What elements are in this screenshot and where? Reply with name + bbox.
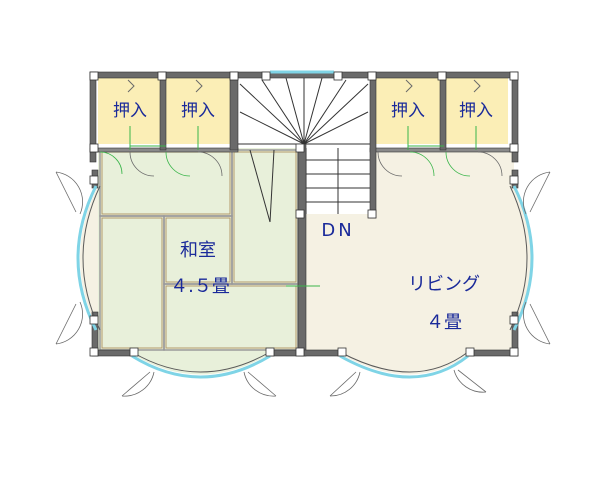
washitsu-floor bbox=[98, 148, 304, 354]
washitsu-left-bay-floor bbox=[80, 186, 98, 330]
closet-markers bbox=[127, 79, 481, 93]
living-size-label: ４畳 bbox=[426, 312, 462, 333]
stairs-direction-label: DN bbox=[321, 220, 354, 241]
washitsu-name-label: 和室 bbox=[180, 240, 216, 261]
living-bay-floor bbox=[340, 354, 468, 375]
washitsu-size-label: ４.５畳 bbox=[170, 276, 230, 297]
closet-3-label: 押入 bbox=[391, 101, 425, 121]
column-markers bbox=[89, 71, 519, 357]
living-name-label: リビング bbox=[408, 274, 480, 295]
door-swings bbox=[55, 151, 551, 397]
closet-4-label: 押入 bbox=[459, 101, 493, 121]
accent-lines bbox=[129, 126, 477, 287]
washitsu-bay-floor bbox=[132, 354, 270, 375]
bay-windows bbox=[76, 70, 534, 379]
closet-2-label: 押入 bbox=[181, 101, 215, 121]
closet-1-label: 押入 bbox=[113, 101, 147, 121]
stairs bbox=[238, 77, 370, 223]
